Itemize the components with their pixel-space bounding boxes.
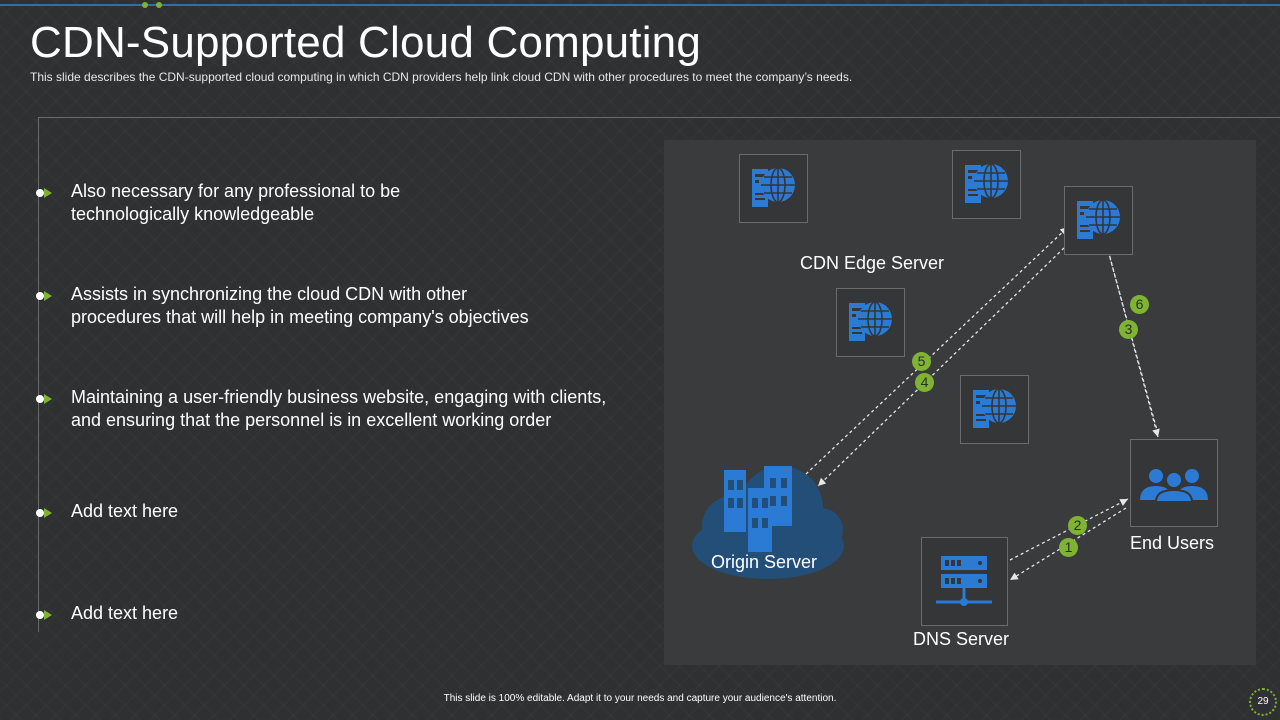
dns-server-node — [921, 537, 1008, 626]
origin-server-label: Origin Server — [711, 552, 818, 572]
edge-server-node — [836, 288, 905, 357]
bullet-text: Also necessary for any professional to b… — [71, 181, 401, 224]
server-globe-icon — [1077, 199, 1120, 239]
edge-server-node — [960, 375, 1029, 444]
step-badge-2: 2 — [1068, 516, 1087, 535]
bullet-arrow-icon — [44, 291, 52, 301]
end-users-node — [1130, 439, 1218, 527]
slide-title: CDN-Supported Cloud Computing — [30, 18, 702, 67]
bullet-arrow-icon — [44, 610, 52, 620]
server-globe-icon — [849, 301, 892, 341]
footer-note: This slide is 100% editable. Adapt it to… — [443, 693, 837, 704]
bullet-arrow-icon — [44, 508, 52, 518]
cloud-buildings-icon — [692, 466, 844, 579]
dns-server-icon — [936, 556, 992, 606]
bullet-arrow-icon — [44, 394, 52, 404]
bullet-dot-icon — [36, 189, 44, 197]
step-badge-5: 5 — [912, 352, 931, 371]
bullet-dot-icon — [36, 509, 44, 517]
server-globe-icon — [973, 388, 1016, 428]
top-accent-line — [0, 4, 1280, 6]
page-number: 29 — [1249, 688, 1277, 716]
step-badge-6: 6 — [1130, 295, 1149, 314]
bullet-dot-icon — [36, 395, 44, 403]
edge-server-node — [739, 154, 808, 223]
step-badge-3: 3 — [1119, 320, 1138, 339]
server-globe-icon — [965, 163, 1008, 203]
arrow-users-to-edge — [1104, 242, 1159, 435]
frame-top-line — [38, 117, 1280, 118]
step-badge-1: 1 — [1059, 538, 1078, 557]
frame-left-line — [38, 117, 39, 632]
bullet-text: Maintaining a user-friendly business web… — [71, 387, 607, 430]
edge-server-node — [952, 150, 1021, 219]
users-group-icon — [1140, 469, 1208, 503]
bullet-text: Assists in synchronizing the cloud CDN w… — [71, 284, 529, 327]
dns-server-label: DNS Server — [913, 629, 1010, 649]
bullet-arrow-icon — [44, 188, 52, 198]
edge-server-node — [1064, 186, 1133, 255]
slide-subtitle: This slide describes the CDN-supported c… — [30, 70, 853, 84]
arrow-edge-to-origin — [817, 247, 1065, 487]
bullet-dot-icon — [36, 292, 44, 300]
bullet-text: Add text here — [71, 501, 179, 521]
arrow-edge-to-users — [1107, 249, 1160, 438]
bullet-text: Add text here — [71, 603, 179, 623]
top-dots-decoration — [140, 1, 164, 9]
step-badge-4: 4 — [915, 373, 934, 392]
cdn-diagram-panel: CDN Edge Server Origin Server — [664, 140, 1256, 665]
bullet-dot-icon — [36, 611, 44, 619]
arrow-origin-to-edge — [805, 226, 1069, 475]
end-users-label: End Users — [1130, 533, 1215, 553]
cdn-edge-server-label: CDN Edge Server — [800, 253, 945, 273]
server-globe-icon — [752, 167, 795, 207]
